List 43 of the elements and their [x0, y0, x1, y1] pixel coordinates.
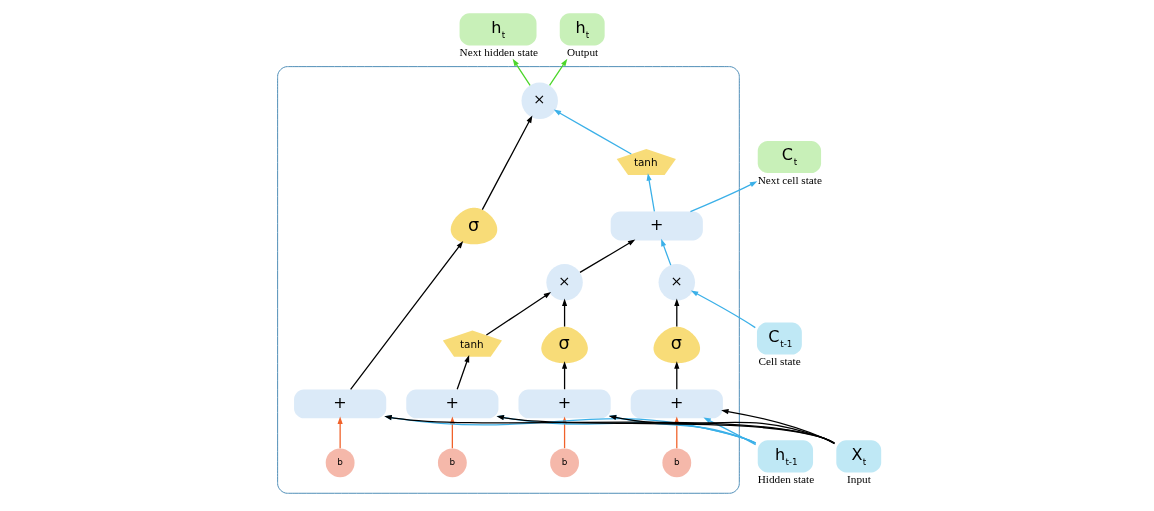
- arrow: [456, 355, 470, 390]
- node-box: h$_{t-1}$: [757, 440, 814, 473]
- arrow: [721, 409, 836, 445]
- node-box: h$_{t}$: [459, 13, 537, 46]
- arrow: [337, 416, 343, 449]
- arrow: [579, 239, 636, 274]
- arrow: [674, 361, 680, 390]
- node-box: +: [518, 389, 611, 419]
- arrow: [350, 241, 464, 390]
- arrow: [689, 181, 758, 213]
- node-circle: ×: [658, 264, 696, 301]
- node-label: Next cell state: [757, 173, 822, 186]
- arrow: [562, 361, 568, 390]
- node-box: +: [406, 389, 499, 419]
- arrow: [485, 292, 552, 336]
- arrow: [481, 115, 533, 211]
- node-label: Cell state: [758, 355, 801, 368]
- arrow: [512, 58, 531, 86]
- node-label: Next hidden state: [459, 45, 539, 58]
- node-circle: ×: [546, 264, 583, 301]
- node-box: C$_{t}$: [757, 140, 822, 174]
- arrow: [553, 109, 632, 155]
- node-circle: b: [662, 448, 692, 478]
- node-box: h$_{t}$: [559, 13, 605, 46]
- node-box: X$_{t}$: [836, 440, 882, 473]
- arrow: [646, 173, 656, 213]
- arrow: [661, 238, 672, 266]
- arrow: [703, 417, 757, 446]
- arrow: [674, 298, 680, 328]
- node-circle: b: [550, 448, 579, 478]
- node-label: Output: [566, 45, 599, 58]
- node-box: +: [294, 389, 387, 419]
- node-label: Input: [847, 473, 871, 486]
- node-box: +: [630, 389, 723, 419]
- arrow: [562, 298, 568, 328]
- node-circle: ×: [521, 82, 558, 120]
- node-box: C$_{t-1}$: [756, 322, 802, 355]
- node-box: +: [610, 211, 703, 241]
- node-circle: b: [437, 448, 467, 478]
- arrow: [548, 58, 568, 86]
- node-circle: b: [325, 448, 355, 478]
- arrow: [690, 290, 756, 329]
- node-label: Hidden state: [757, 473, 815, 486]
